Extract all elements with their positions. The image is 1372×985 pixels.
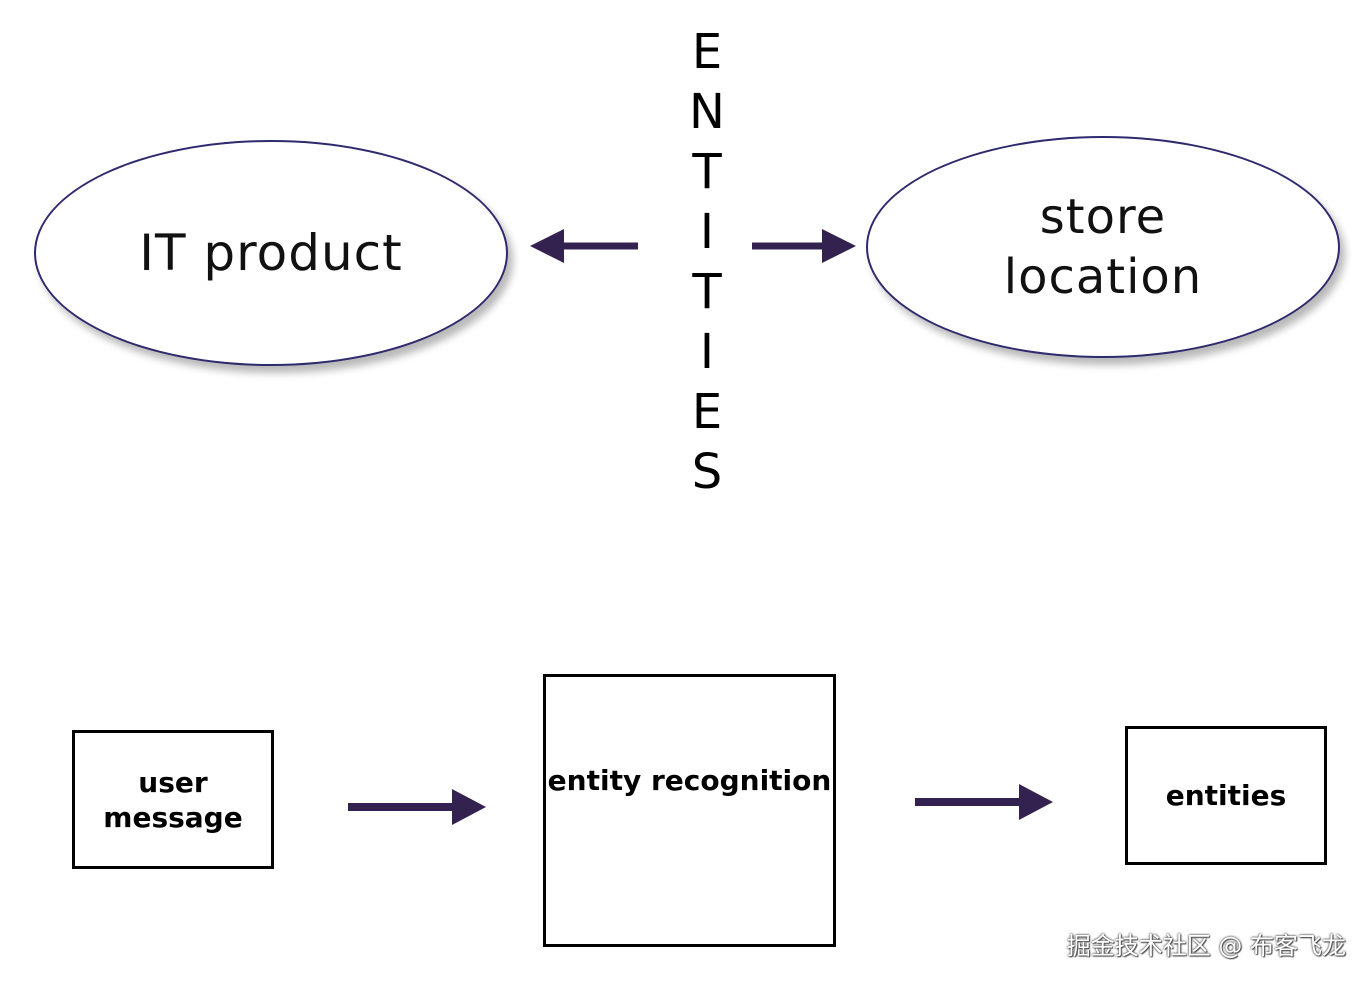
title-letter: E — [691, 24, 723, 80]
store-location-label: store location — [1003, 189, 1203, 305]
title-letter: T — [692, 264, 722, 320]
arrow-right-to-store-location — [752, 229, 856, 263]
it-product-label: IT product — [139, 224, 403, 282]
title-letter: T — [692, 144, 722, 200]
title-letter: E — [691, 384, 723, 440]
entity-recognition-box: entity recognition — [543, 674, 836, 947]
arrow-recognition-to-entities — [915, 784, 1053, 820]
it-product-ellipse: IT product — [34, 140, 508, 366]
user-message-label: user message — [103, 765, 243, 834]
watermark-text: 掘金技术社区 @ 布客飞龙 — [1066, 932, 1346, 960]
user-message-box: user message — [72, 730, 274, 869]
arrow-left-to-it-product — [530, 229, 638, 263]
title-letter: S — [691, 444, 723, 500]
title-letter: I — [699, 324, 715, 380]
arrow-message-to-recognition — [348, 789, 486, 825]
title-letter: I — [699, 204, 715, 260]
entities-vertical-title: E N T I T I E S — [676, 22, 738, 502]
entities-label: entities — [1165, 779, 1287, 812]
entity-recognition-label: entity recognition — [547, 764, 832, 797]
entities-box: entities — [1125, 726, 1327, 865]
store-location-ellipse: store location — [866, 136, 1340, 358]
title-letter: N — [689, 84, 725, 140]
